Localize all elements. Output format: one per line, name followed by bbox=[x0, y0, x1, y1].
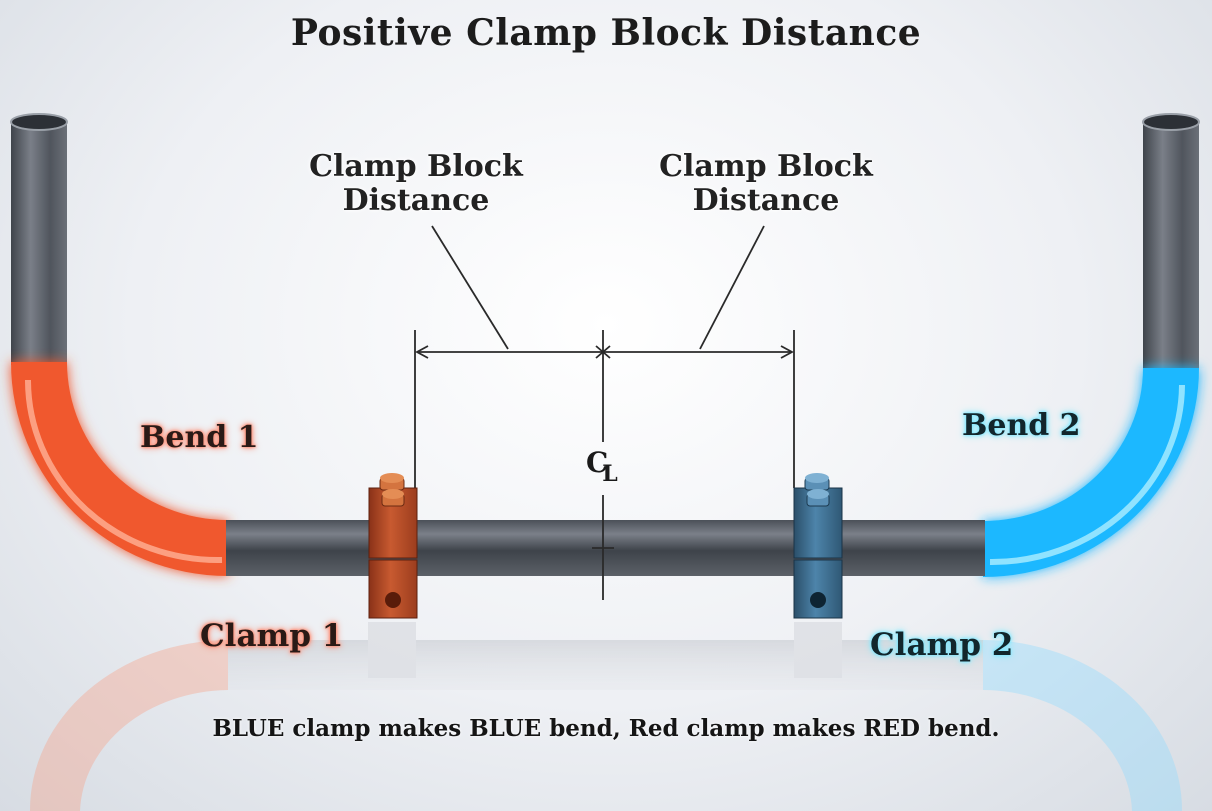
bend-2-blue bbox=[983, 368, 1199, 577]
clamp-block-distance-label-left: Clamp Block Distance bbox=[296, 150, 536, 218]
bend-1-red bbox=[11, 362, 228, 576]
right-tube-vertical bbox=[1143, 120, 1199, 368]
left-tube-opening bbox=[10, 113, 68, 131]
label-line: Distance bbox=[342, 183, 490, 218]
leader-left bbox=[431, 225, 509, 350]
left-tube-vertical bbox=[11, 120, 67, 365]
centerline-l: L bbox=[602, 460, 618, 487]
label-line: Clamp Block bbox=[309, 149, 523, 184]
bend-1-label: Bend 1 bbox=[140, 420, 259, 455]
centerline-symbol: CL bbox=[586, 446, 624, 487]
right-tube-opening bbox=[1142, 113, 1200, 131]
centerline-c: C bbox=[586, 446, 609, 479]
clamp-1-block bbox=[368, 473, 418, 619]
bend-2-highlight bbox=[989, 384, 1185, 566]
leader-right bbox=[699, 225, 765, 350]
bend-2-label: Bend 2 bbox=[962, 408, 1081, 443]
clamp-block-distance-label-right: Clamp Block Distance bbox=[646, 150, 886, 218]
label-line: Clamp Block bbox=[659, 149, 873, 184]
caption: BLUE clamp makes BLUE bend, Red clamp ma… bbox=[212, 715, 1000, 742]
bend-1-highlight bbox=[25, 379, 223, 564]
dimension-lines bbox=[414, 225, 795, 600]
label-line: Distance bbox=[692, 183, 840, 218]
clamp-2-block bbox=[793, 473, 843, 619]
clamp-1-label: Clamp 1 bbox=[200, 618, 344, 654]
clamp-2-label: Clamp 2 bbox=[870, 627, 1014, 663]
floor-reflection bbox=[29, 622, 1183, 811]
diagram-title: Positive Clamp Block Distance bbox=[290, 12, 922, 54]
